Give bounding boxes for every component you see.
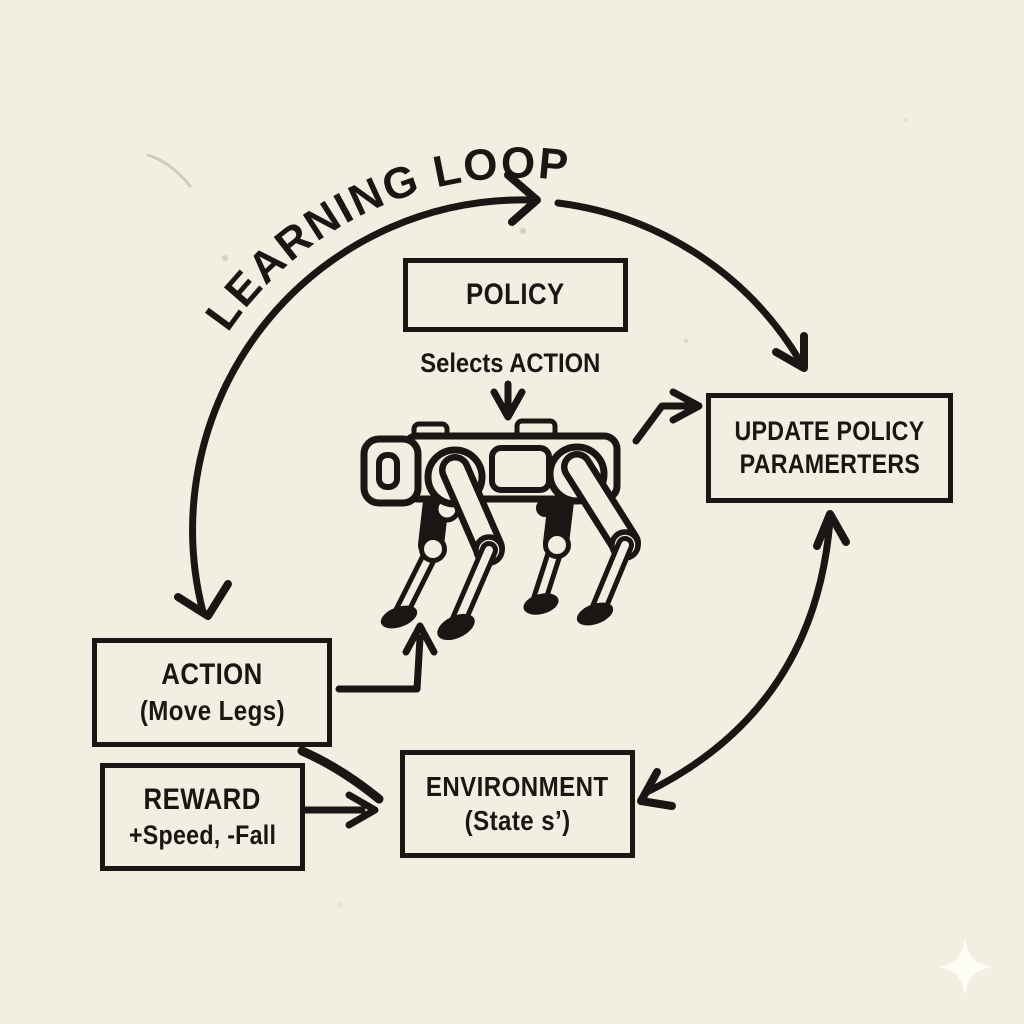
- action-to-robot-arrow: [335, 622, 438, 693]
- action-line1: ACTION: [161, 658, 263, 692]
- environment-line2: (State s’): [464, 805, 571, 836]
- selects-action-arrow: [490, 380, 526, 421]
- loop-left-arc: [174, 171, 541, 620]
- environment-update-curve: [637, 510, 850, 810]
- paper-scratch: [146, 153, 192, 188]
- update-policy-box: UPDATE POLICY PARAMERTERS: [706, 393, 953, 503]
- reward-line2: +Speed, -Fall: [128, 819, 277, 850]
- reward-box: REWARD +Speed, -Fall: [100, 763, 305, 871]
- policy-label: POLICY: [466, 277, 565, 311]
- arrowhead-down-icon: [490, 388, 526, 421]
- arrowhead-right-icon: [345, 791, 379, 829]
- robot-head: [360, 435, 422, 507]
- selects-action-label: Selects ACTION: [419, 348, 601, 378]
- robot-eye-slot: [376, 452, 400, 490]
- arrowhead-downleft-icon: [637, 768, 676, 810]
- action-box: ACTION (Move Legs): [92, 638, 332, 747]
- update-policy-line2: PARAMERTERS: [739, 449, 920, 479]
- robot-knee-joint: [419, 535, 447, 563]
- action-line2: (Move Legs): [139, 694, 285, 726]
- robot-foot: [576, 602, 614, 626]
- environment-line1: ENVIRONMENT: [426, 770, 609, 802]
- action-to-environment-curve: [297, 746, 384, 804]
- arrowhead-downright-icon: [772, 332, 808, 372]
- robot-foot: [437, 613, 475, 641]
- robot-to-update-arrow: [632, 388, 703, 445]
- reward-line1: REWARD: [143, 783, 262, 817]
- environment-box: ENVIRONMENT (State s’): [400, 750, 635, 858]
- update-policy-line1: UPDATE POLICY: [734, 416, 925, 447]
- loop-top-right-arc: [554, 199, 808, 372]
- sparkle-icon: [939, 939, 991, 995]
- robot-foot: [380, 605, 418, 629]
- reward-to-environment-arrow: [301, 791, 379, 829]
- arrowhead-up-icon: [402, 622, 438, 656]
- policy-box: POLICY: [403, 258, 628, 332]
- arrowhead-down-icon: [174, 580, 232, 620]
- robot-dog-icon: [360, 418, 641, 641]
- robot-knee-joint: [543, 531, 571, 559]
- robot-foot: [523, 593, 559, 615]
- arrowhead-right-icon: [504, 171, 541, 226]
- arrowhead-right-icon: [669, 388, 703, 424]
- arrowhead-up-icon: [813, 510, 850, 550]
